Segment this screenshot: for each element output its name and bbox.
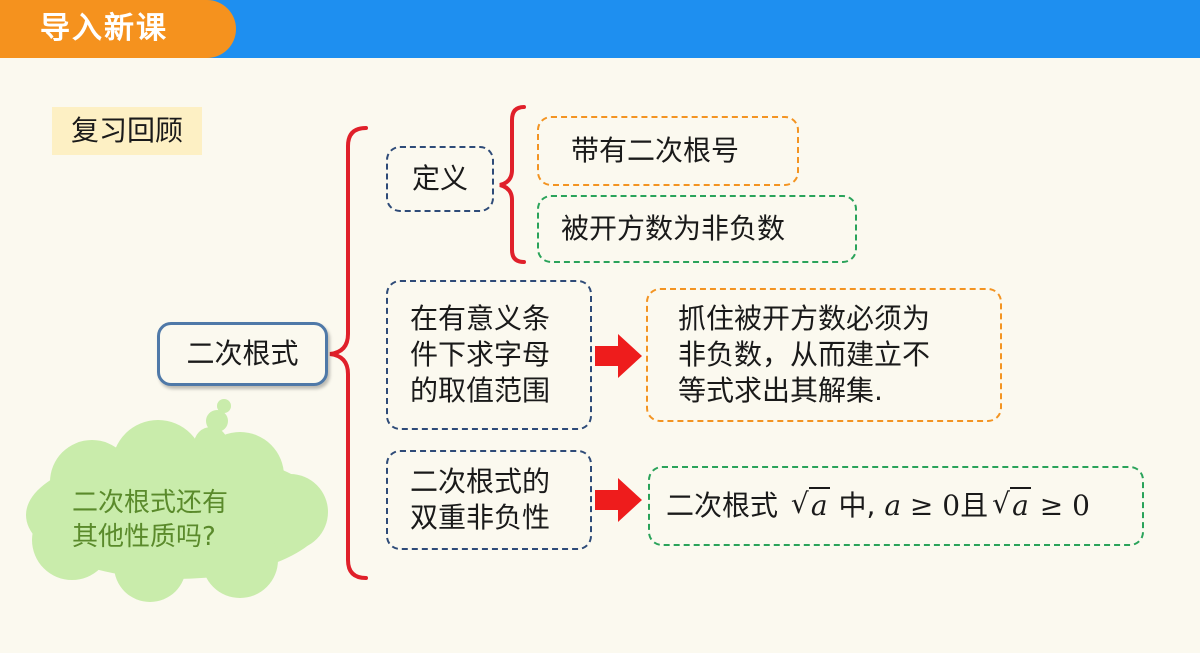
cloud-line: 其他性质吗? xyxy=(72,522,216,552)
definition-item-text: 带有二次根号 xyxy=(571,134,740,167)
condition-result: 抓住被开方数必须为 非负数，从而建立不 等式求出其解集. xyxy=(646,288,1002,422)
definition-item-text: 被开方数为非负数 xyxy=(561,212,786,245)
sqrt-symbol: √a xyxy=(992,487,1031,522)
condition-result-line: 等式求出其解集. xyxy=(678,374,883,407)
conjunction: 且 xyxy=(960,489,989,522)
thought-cloud-icon xyxy=(26,399,328,602)
nonneg-line: 二次根式的 xyxy=(410,465,551,498)
condition-result-line: 抓住被开方数必须为 xyxy=(678,302,931,335)
arrow-right-icon xyxy=(595,334,642,378)
definition-label: 定义 xyxy=(411,162,468,195)
radicand: a xyxy=(1010,487,1031,522)
condition-node: 在有意义条 件下求字母 的取值范围 xyxy=(386,280,592,430)
cloud-line: 二次根式还有 xyxy=(72,488,229,518)
relation-2: ≥ 0 xyxy=(1030,489,1090,522)
nonneg-line: 双重非负性 xyxy=(410,501,551,534)
nonneg-result: 二次根式 √a 中, a ≥ 0 且 √a ≥ 0 xyxy=(648,466,1144,546)
condition-line: 在有意义条 xyxy=(410,302,551,335)
section-title-tab: 导入新课 xyxy=(0,0,236,58)
nonneg-node: 二次根式的 双重非负性 xyxy=(386,450,592,550)
cloud-question: 二次根式还有 其他性质吗? xyxy=(72,486,272,554)
nonneg-result-prefix: 二次根式 xyxy=(666,489,787,522)
sqrt-symbol: √a xyxy=(790,487,830,522)
definition-brace xyxy=(499,105,526,264)
root-label: 二次根式 xyxy=(186,337,299,370)
root-node: 二次根式 xyxy=(157,322,328,386)
nonneg-result-mid: 中, xyxy=(829,489,885,522)
radicand: a xyxy=(808,487,830,522)
arrow-right-icon xyxy=(595,478,642,522)
variable-a: a xyxy=(884,489,902,522)
definition-item-2: 被开方数为非负数 xyxy=(537,195,857,263)
definition-node: 定义 xyxy=(386,146,494,212)
condition-line: 件下求字母 xyxy=(410,338,551,371)
condition-result-line: 非负数，从而建立不 xyxy=(678,338,931,371)
definition-item-1: 带有二次根号 xyxy=(537,116,799,186)
main-brace xyxy=(329,126,368,580)
condition-line: 的取值范围 xyxy=(410,374,551,407)
review-label: 复习回顾 xyxy=(52,107,202,155)
relation-1: ≥ 0 xyxy=(901,489,961,522)
